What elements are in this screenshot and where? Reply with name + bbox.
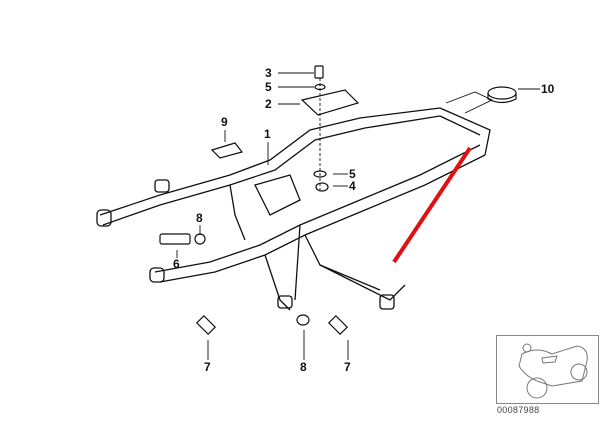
callout-9[interactable]: 9	[221, 115, 228, 129]
diagram-number: 00087988	[497, 405, 540, 415]
callout-4[interactable]: 4	[349, 179, 356, 193]
callout-3[interactable]: 3	[265, 66, 272, 80]
callout-8-lower[interactable]: 8	[300, 360, 307, 374]
callout-7-right[interactable]: 7	[344, 360, 351, 374]
callout-5-washer[interactable]: 5	[265, 80, 272, 94]
leader-lines	[176, 72, 540, 360]
highlighted-strut	[392, 146, 472, 264]
callout-2[interactable]: 2	[265, 97, 272, 111]
callout-8-upper[interactable]: 8	[196, 211, 203, 225]
motorcycle-icon	[518, 343, 588, 399]
small-parts	[159, 65, 517, 336]
rear-frame	[96, 107, 491, 311]
callout-7-left[interactable]: 7	[204, 360, 211, 374]
callout-1[interactable]: 1	[264, 127, 271, 141]
callout-10[interactable]: 10	[541, 82, 555, 96]
callout-5-lower[interactable]: 5	[349, 167, 356, 181]
callout-6[interactable]: 6	[173, 257, 180, 271]
motorcycle-thumbnail	[496, 335, 599, 404]
